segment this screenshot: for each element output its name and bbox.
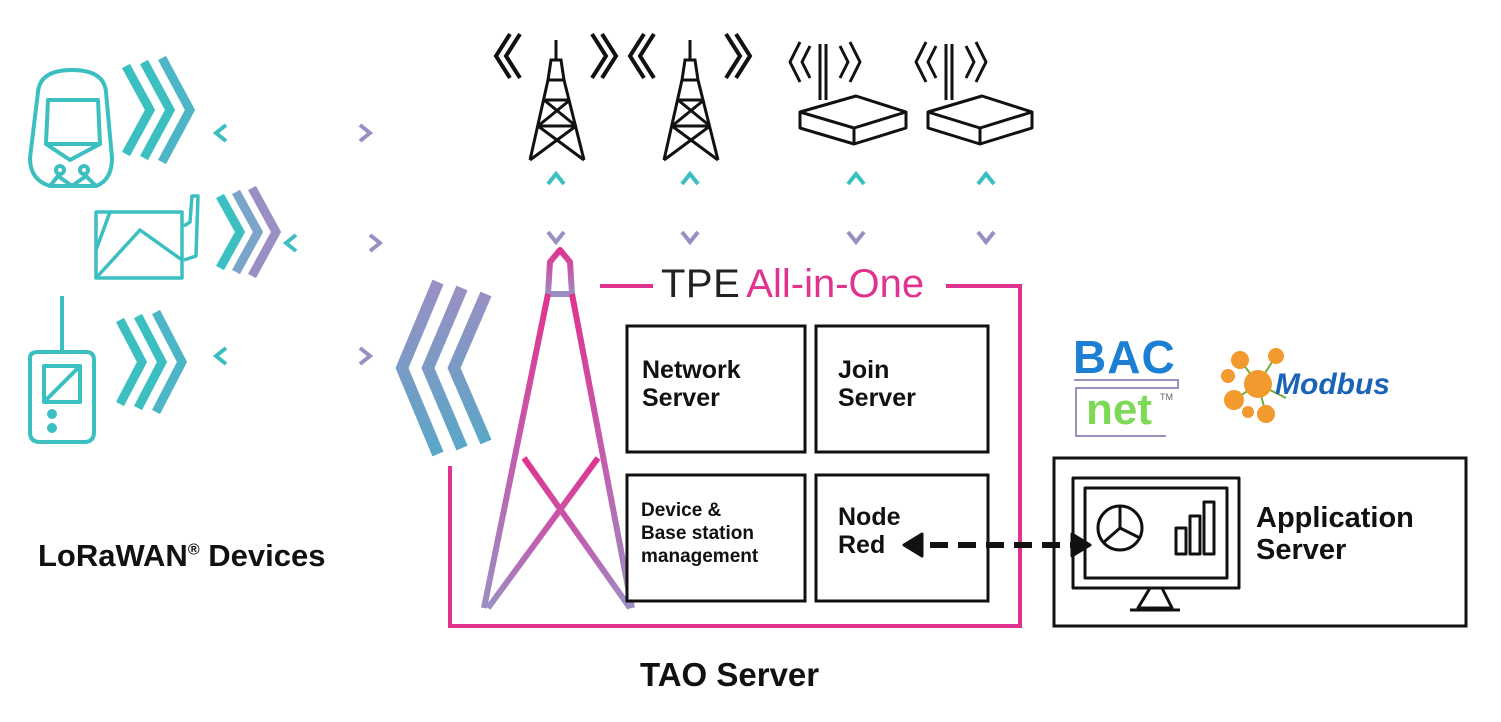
device-arrow-heads [212, 123, 384, 366]
gateway-icon [914, 41, 1034, 146]
node-red-app-arrow [902, 532, 1092, 558]
modbus-logo [1221, 348, 1287, 423]
tower-icon [481, 247, 635, 610]
tao-server-label: TAO Server [640, 656, 820, 693]
application-server-label: Application Server [1256, 502, 1414, 566]
bacnet-logo-top: BAC [1073, 331, 1176, 383]
tpe-frame [448, 284, 1022, 628]
modbus-logo-text: Modbus [1275, 368, 1390, 401]
handheld-icon [28, 296, 96, 444]
tpe-title-part2: All-in-One [746, 262, 925, 306]
network-server-box [625, 324, 807, 454]
tower-signal-waves [493, 32, 753, 80]
node-red-label: Node Red [838, 503, 901, 559]
network-server-label: Network Server [642, 356, 741, 412]
tower-icon [662, 40, 720, 162]
join-server-label: Join Server [838, 356, 916, 412]
tpe-title: TPE All-in-One [653, 260, 933, 308]
join-server-box [814, 324, 990, 454]
bacnet-logo-tm: TM [1160, 392, 1173, 402]
gateway-icon [788, 41, 908, 146]
receiver-chevrons [395, 279, 492, 457]
device-signal-chevrons [116, 55, 282, 415]
tower-icon [528, 40, 586, 162]
server-boxes [625, 324, 990, 603]
devices-label: LoRaWAN® Devices [38, 538, 326, 573]
sensor-icon [94, 194, 200, 280]
tpe-title-part1: TPE [661, 262, 741, 306]
device-mgmt-box [625, 473, 807, 603]
monitor-icon [1071, 476, 1241, 612]
backhaul-arrows [554, 186, 988, 232]
backhaul-arrow-heads [546, 170, 996, 246]
tracker-icon [28, 68, 114, 188]
device-mgmt-label: Device & Base station management [641, 500, 759, 567]
node-red-box [814, 473, 990, 603]
device-link-arrows [222, 131, 372, 358]
bacnet-logo-bottom: net [1086, 385, 1152, 434]
bacnet-logo [1074, 379, 1179, 437]
